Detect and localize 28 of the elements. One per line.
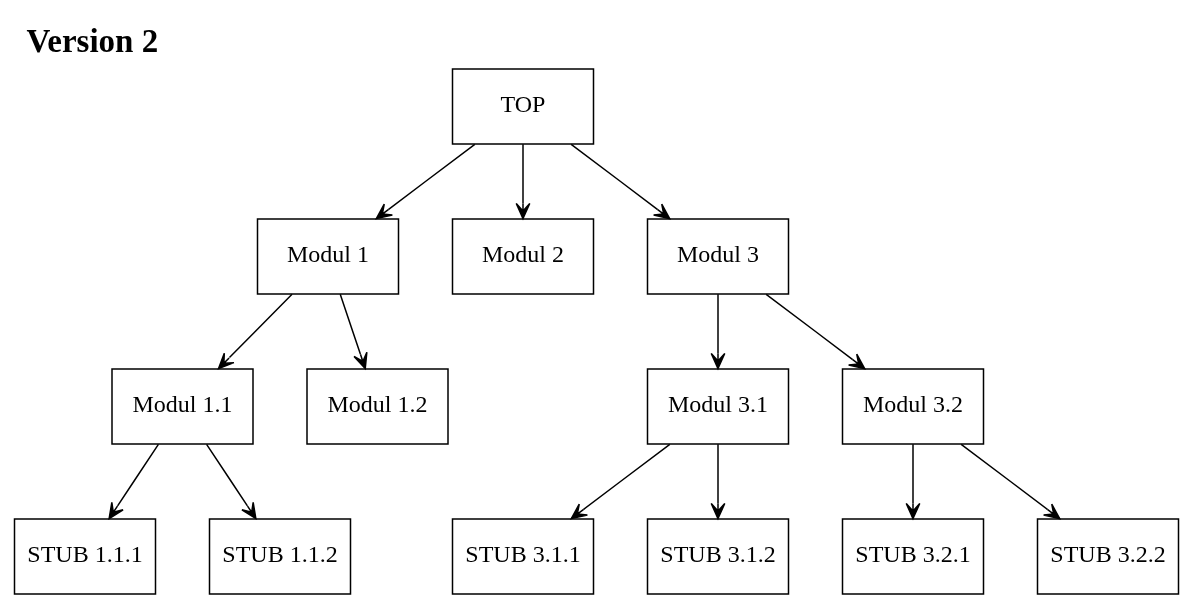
arrow <box>960 443 1061 520</box>
arrow <box>375 143 476 220</box>
node-box: Modul 1 <box>256 218 400 295</box>
arrow <box>765 293 866 370</box>
node-box: STUB 3.2.1 <box>841 518 985 595</box>
arrow <box>108 443 160 520</box>
node-box: Modul 3.1 <box>646 368 790 445</box>
node-box: Modul 1.2 <box>306 368 449 445</box>
arrow <box>570 443 671 520</box>
node-box: TOP <box>451 68 595 145</box>
node-box: STUB 1.1.1 <box>13 518 157 595</box>
arrow <box>905 443 921 520</box>
arrow <box>205 443 257 520</box>
diagram-title: Version 2 <box>26 22 159 59</box>
node-box: Modul 3.2 <box>841 368 985 445</box>
arrow <box>217 293 293 370</box>
node-box: STUB 1.1.2 <box>208 518 352 595</box>
arrow <box>710 443 726 520</box>
arrow <box>570 143 671 220</box>
arrow <box>515 143 531 220</box>
node-box: Modul 2 <box>451 218 595 295</box>
node-box: Modul 1.1 <box>111 368 254 445</box>
node-box: STUB 3.1.1 <box>451 518 595 595</box>
node-box: Modul 3 <box>646 218 790 295</box>
node-box: STUB 3.1.2 <box>646 518 790 595</box>
arrow <box>339 293 368 370</box>
node-box: STUB 3.2.2 <box>1036 518 1180 595</box>
arrow <box>710 293 726 370</box>
